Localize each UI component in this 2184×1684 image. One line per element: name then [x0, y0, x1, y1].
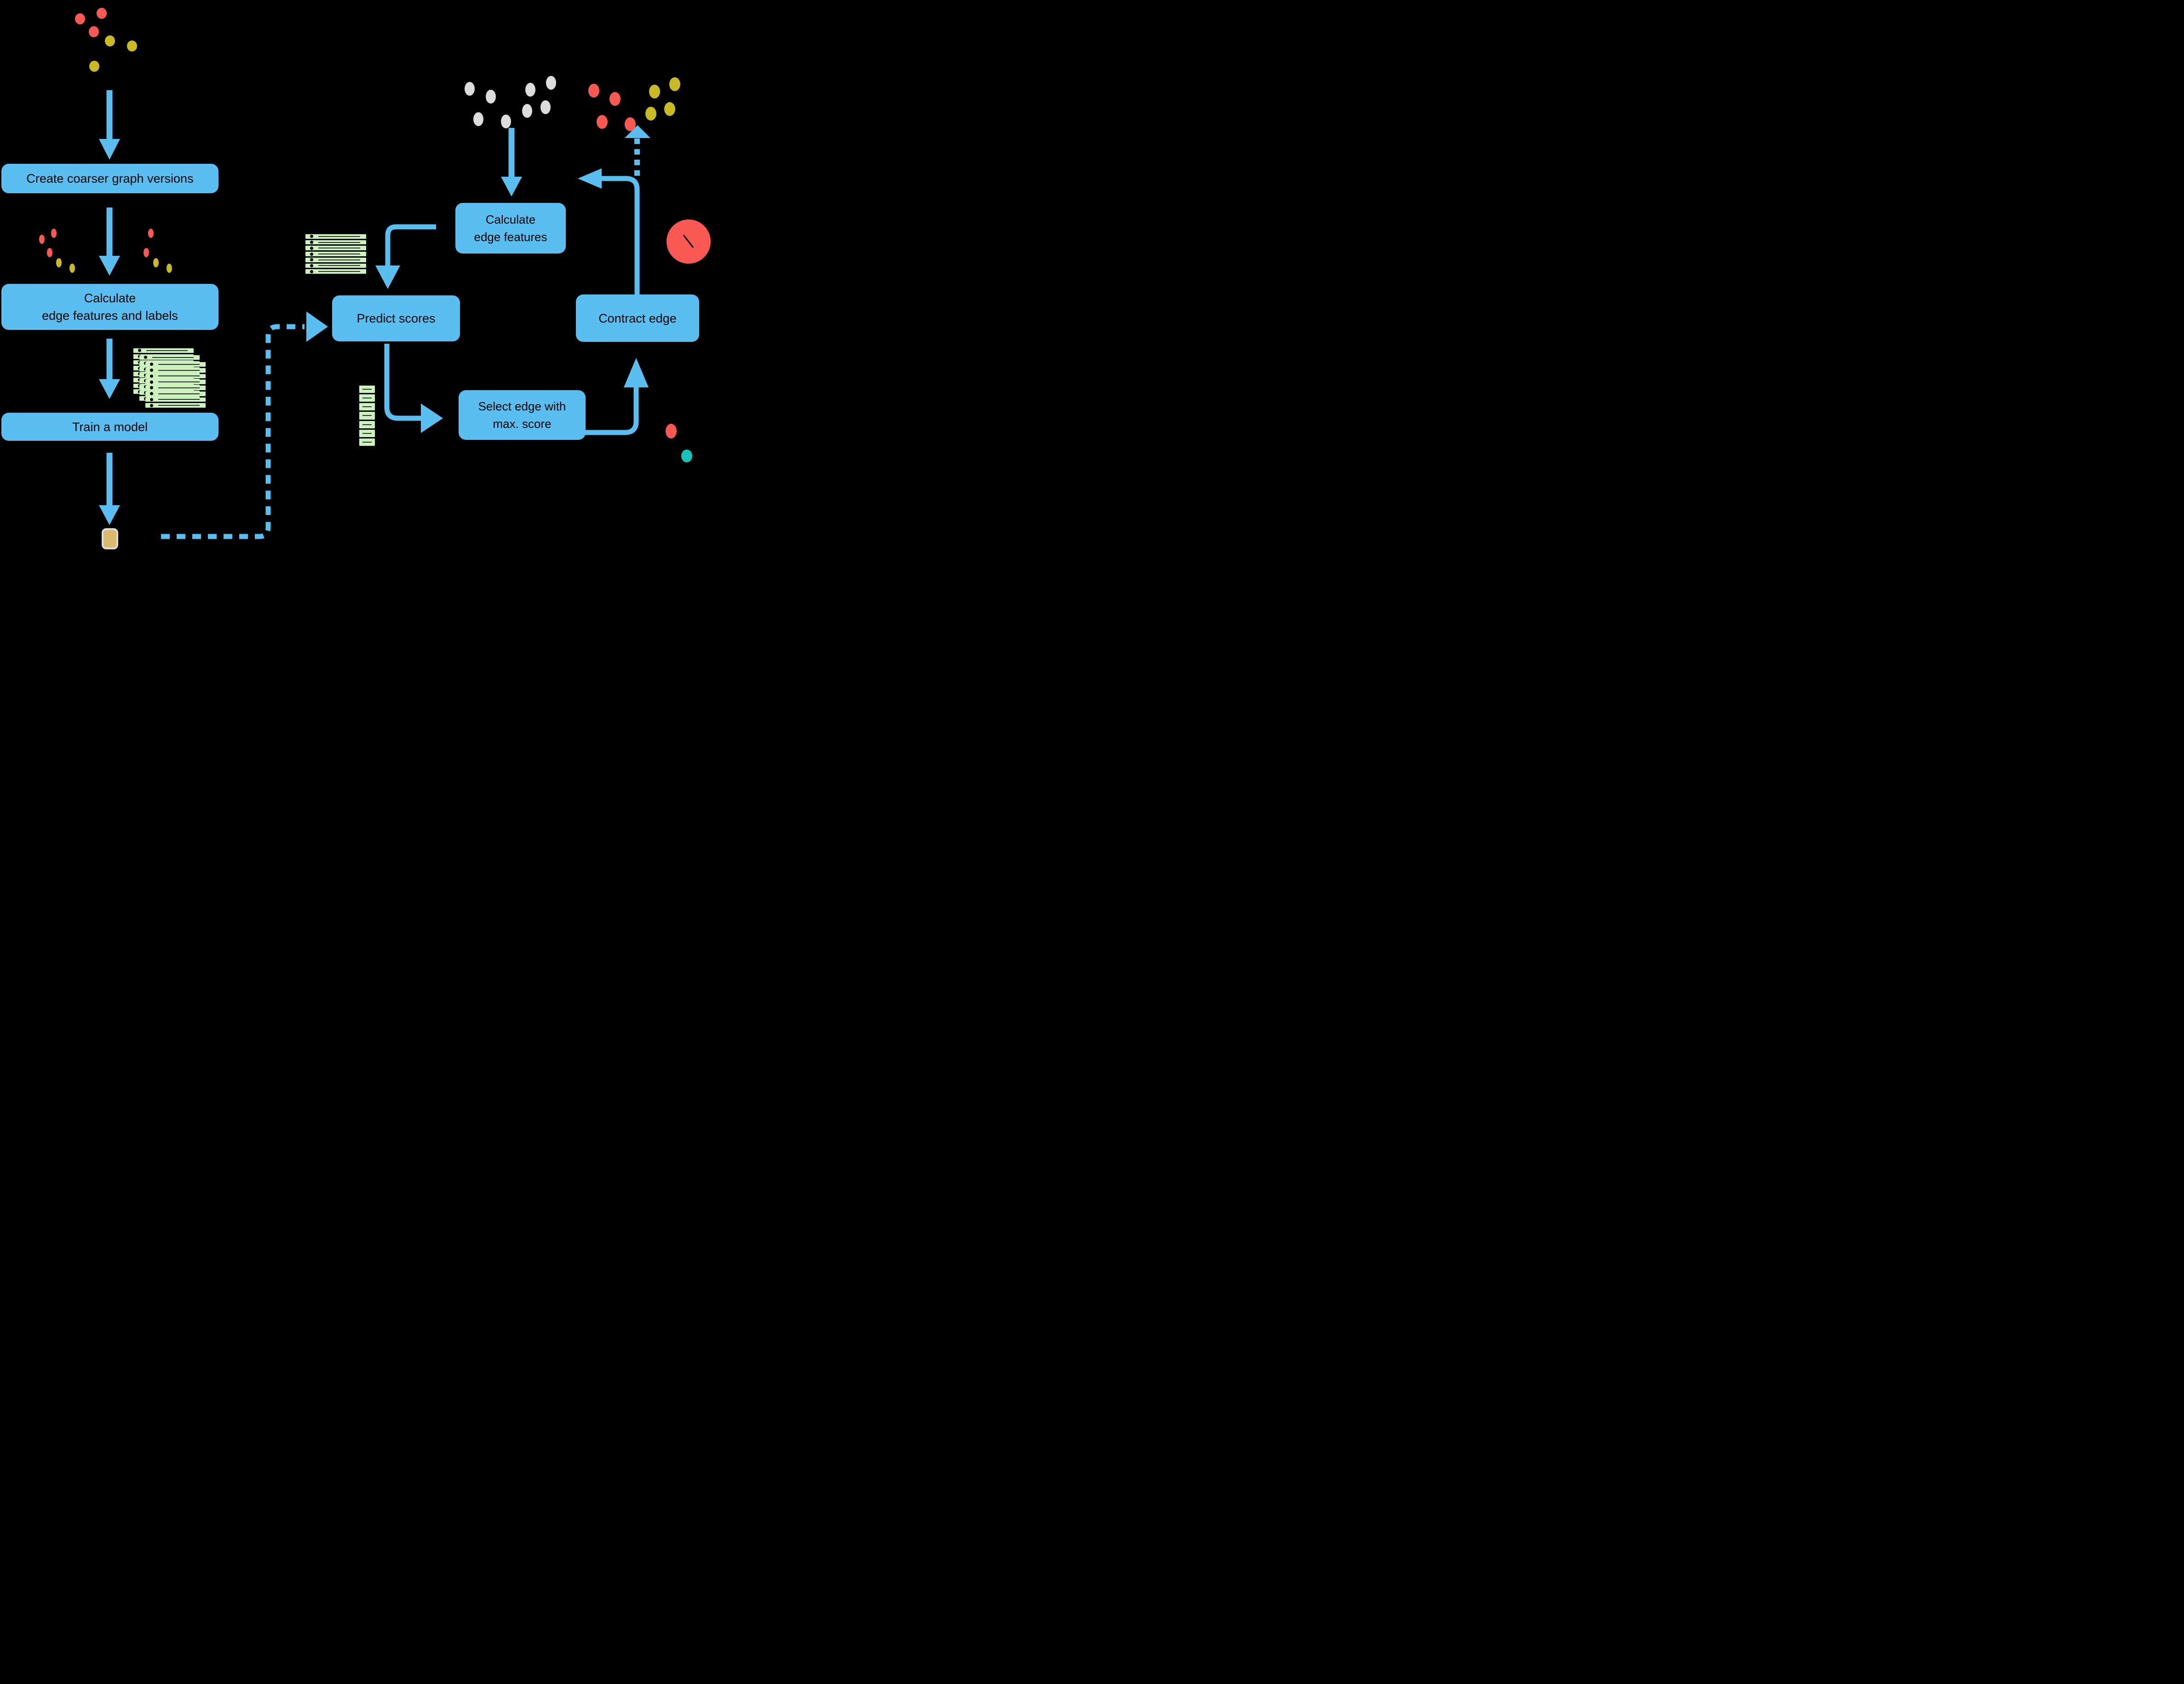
box-contract-edge: Contract edge	[576, 294, 699, 342]
diagram-canvas: Create coarser graph versions Calculate …	[0, 0, 721, 556]
arrowhead-create-to-calc-icon	[99, 256, 120, 276]
contracted-node-icon	[667, 219, 711, 264]
arrow-calcfeatures-to-predict	[385, 224, 436, 265]
arrowhead-calc-to-train-icon	[99, 379, 120, 399]
arrowhead-train-to-model-icon	[99, 505, 120, 525]
box-train-model: Train a model	[1, 413, 218, 441]
model-icon	[102, 528, 118, 549]
arrowhead-predict-to-select-icon	[421, 404, 443, 433]
arrowhead-input-to-create-icon	[99, 139, 120, 160]
arrow-predict-to-select	[384, 344, 422, 421]
arrow-select-to-contract	[585, 387, 639, 435]
box-calc-edge-features: Calculate edge features	[455, 203, 566, 254]
dashed-arrow-model-to-predict	[161, 324, 305, 539]
arrowhead-model-to-predict-icon	[306, 311, 328, 342]
box-predict-scores: Predict scores	[332, 295, 460, 341]
arrow-contract-to-calcfeatures	[602, 176, 640, 294]
arrowhead-graph-to-calcfeatures-icon	[501, 177, 522, 196]
contracted-edge-line	[683, 235, 694, 248]
arrowhead-loop-to-graph-icon	[625, 125, 650, 138]
arrowhead-select-to-contract-icon	[624, 358, 649, 387]
arrowhead-calcfeatures-to-predict-icon	[375, 265, 400, 289]
box-create-coarser-graphs: Create coarser graph versions	[1, 164, 218, 193]
box-select-edge-max-score: Select edge with max. score	[459, 390, 586, 440]
arrowhead-contract-to-calcfeatures-icon	[578, 168, 602, 189]
connector-layer	[99, 90, 711, 539]
box-calc-edge-features-labels: Calculate edge features and labels	[1, 284, 218, 330]
